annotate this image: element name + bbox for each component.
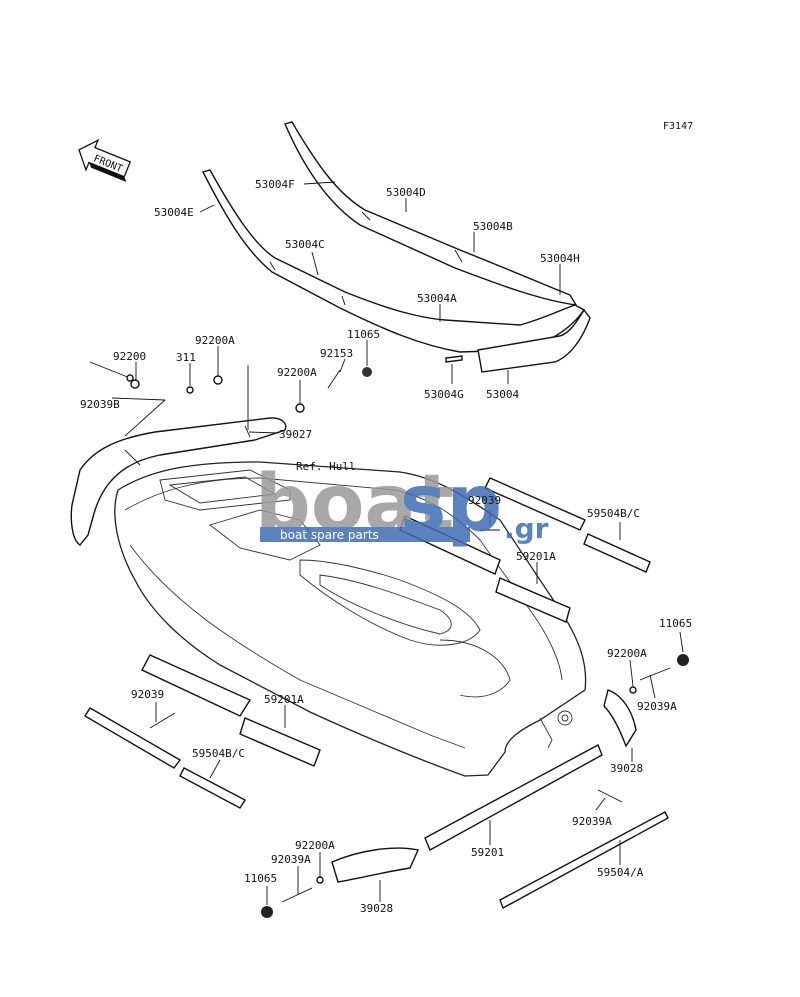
rub-strip-59504a bbox=[499, 811, 669, 910]
rub-strip-left-upper bbox=[141, 654, 252, 717]
part-label: 53004D bbox=[386, 186, 426, 199]
part-label: 39028 bbox=[360, 902, 393, 915]
fasteners bbox=[89, 361, 689, 918]
part-label: 59201A bbox=[516, 550, 556, 563]
part-label: 53004H bbox=[540, 252, 580, 265]
part-label: 53004E bbox=[154, 206, 194, 219]
rub-strip-left-lower bbox=[84, 707, 182, 769]
rub-strip-right-59504bc bbox=[583, 533, 651, 573]
part-label: 59201 bbox=[471, 846, 504, 859]
watermark-suffix: .gr bbox=[504, 512, 549, 545]
figure-code: F3147 bbox=[663, 121, 693, 132]
part-label: 11065 bbox=[659, 617, 692, 630]
part-label: 92039A bbox=[572, 815, 612, 828]
part-label: 92039A bbox=[271, 853, 311, 866]
part-label: 11065 bbox=[347, 328, 380, 341]
watermark: boat sp .gr boat spare parts bbox=[255, 459, 549, 549]
part-label: 92039A bbox=[637, 700, 677, 713]
part-label: 53004 bbox=[486, 388, 519, 401]
part-label: 59504/A bbox=[597, 866, 644, 879]
front-arrow-icon: FRONT bbox=[78, 138, 132, 182]
part-label: 92200 bbox=[113, 350, 146, 363]
rub-strip-right-59201a bbox=[495, 577, 571, 623]
sponson-bracket-bottom bbox=[331, 847, 419, 883]
part-label: 92039 bbox=[468, 494, 501, 507]
part-label: 92200A bbox=[277, 366, 317, 379]
leader-lines bbox=[111, 181, 684, 905]
rub-strip-right-upper bbox=[484, 477, 586, 531]
seat-cover-assembly bbox=[201, 121, 591, 373]
part-label: 53004A bbox=[417, 292, 457, 305]
ref-hull-label: Ref. Hull bbox=[296, 460, 356, 473]
part-label: 53004F bbox=[255, 178, 295, 191]
part-label: 59201A bbox=[264, 693, 304, 706]
part-label: 59504B/C bbox=[192, 747, 245, 760]
part-label: 92153 bbox=[320, 347, 353, 360]
part-label: 92200A bbox=[607, 647, 647, 660]
part-labels: 53004F 53004D 53004E 53004B 53004C 53004… bbox=[80, 178, 692, 915]
sponson-59201 bbox=[424, 744, 603, 851]
part-label: 92200A bbox=[295, 839, 335, 852]
part-label: 311 bbox=[176, 351, 196, 364]
part-label: 59504B/C bbox=[587, 507, 640, 520]
part-label: 53004G bbox=[424, 388, 464, 401]
rub-strip-left-59504bc bbox=[179, 767, 246, 809]
part-label: 39027 bbox=[279, 428, 312, 441]
part-label: 92039 bbox=[131, 688, 164, 701]
part-label: 53004C bbox=[285, 238, 325, 251]
part-label: 92039B bbox=[80, 398, 120, 411]
rub-strip-left-59201a bbox=[239, 717, 321, 767]
part-label: 92200A bbox=[195, 334, 235, 347]
part-label: 39028 bbox=[610, 762, 643, 775]
watermark-tagline: boat spare parts bbox=[280, 528, 379, 542]
grab-handle-part bbox=[70, 417, 287, 546]
part-label: 53004B bbox=[473, 220, 513, 233]
part-label: 11065 bbox=[244, 872, 277, 885]
sponson-bracket-right bbox=[603, 689, 637, 748]
